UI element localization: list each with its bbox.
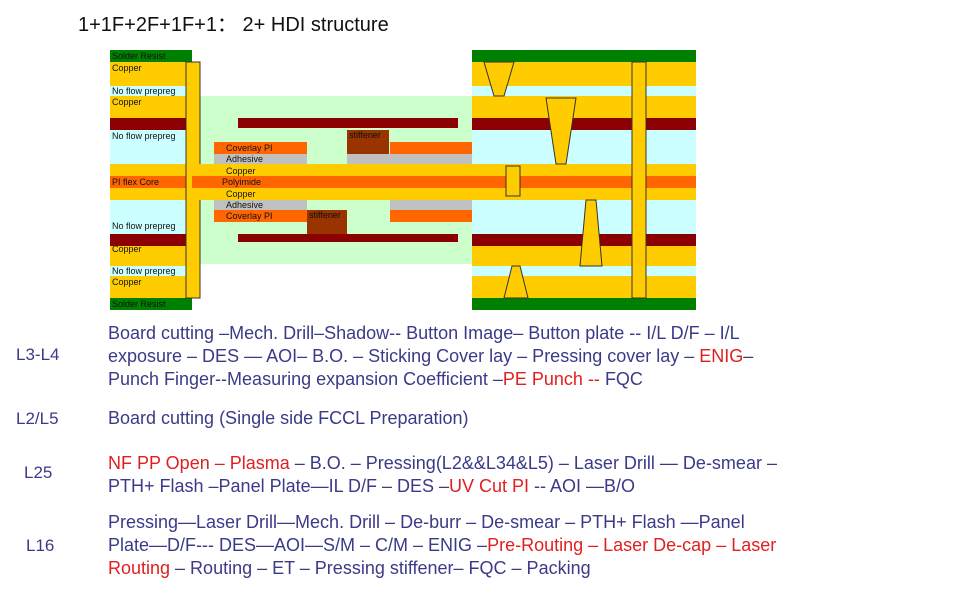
process-step-highlight: Pre-Routing – Laser De-cap – Laser bbox=[487, 535, 777, 555]
label-stiffener-top: stiffener bbox=[349, 130, 381, 140]
process-line: Board cutting –Mech. Drill–Shadow-- Butt… bbox=[108, 322, 938, 345]
right-rigid-stack bbox=[472, 50, 696, 310]
process-line: Punch Finger--Measuring expansion Coeffi… bbox=[108, 368, 938, 391]
label-copper-bottom: Copper bbox=[226, 189, 256, 199]
label-coverlay-bottom: Coverlay PI bbox=[226, 211, 273, 221]
process-step: Board cutting (Single side FCCL Preparat… bbox=[108, 408, 469, 428]
left-rigid-stack bbox=[110, 50, 201, 310]
process-step-highlight: ENIG bbox=[699, 346, 744, 366]
process-line: Routing – Routing – ET – Pressing stiffe… bbox=[108, 557, 938, 580]
label-solder-resist-top: Solder Resist bbox=[112, 51, 166, 61]
process-line: PTH+ Flash –Panel Plate—IL D/F – DES –UV… bbox=[108, 475, 938, 498]
process-step-highlight: PE Punch -- bbox=[502, 369, 600, 389]
label-adhesive-top: Adhesive bbox=[226, 154, 263, 164]
label-polyimide: Polyimide bbox=[222, 177, 261, 187]
process-step: Plate—D/F--- DES—AOI—S/M – C/M – ENIG – bbox=[108, 535, 488, 555]
process-step: FQC bbox=[599, 369, 643, 389]
label-adhesive-bottom: Adhesive bbox=[226, 200, 263, 210]
process-steps-l16: Pressing—Laser Drill—Mech. Drill – De-bu… bbox=[108, 511, 938, 580]
process-step: exposure – DES — AOI– B.O. – Sticking Co… bbox=[108, 346, 700, 366]
process-line: Pressing—Laser Drill—Mech. Drill – De-bu… bbox=[108, 511, 938, 534]
process-steps-l2-l5: Board cutting (Single side FCCL Preparat… bbox=[108, 407, 938, 430]
process-step: Pressing—Laser Drill—Mech. Drill – De-bu… bbox=[108, 512, 745, 532]
stiffener-top bbox=[347, 130, 389, 154]
process-code-l25: L25 bbox=[24, 463, 53, 482]
process-line: Plate—D/F--- DES—AOI—S/M – C/M – ENIG –P… bbox=[108, 534, 938, 557]
label-nfpp-2: No flow prepreg bbox=[112, 131, 176, 141]
process-step: -- AOI —B/O bbox=[529, 476, 636, 496]
label-copper-top: Copper bbox=[226, 166, 256, 176]
buried-core-via bbox=[505, 165, 521, 197]
process-line: exposure – DES — AOI– B.O. – Sticking Co… bbox=[108, 345, 938, 368]
process-line: Board cutting (Single side FCCL Preparat… bbox=[108, 407, 938, 430]
label-copper-4: Copper bbox=[112, 277, 142, 287]
label-pi-flex-core: PI flex Core bbox=[112, 177, 159, 187]
process-step: – B.O. – Pressing(L2&&L34&L5) – Laser Dr… bbox=[289, 453, 777, 473]
process-step: – Routing – ET – Pressing stiffener– FQC… bbox=[170, 558, 591, 578]
stiffener-bottom bbox=[307, 210, 347, 234]
page-title: 1+1F+2F+1F+1： 2+ HDI structure bbox=[78, 14, 389, 36]
label-copper-2: Copper bbox=[112, 97, 142, 107]
process-step: – bbox=[743, 346, 754, 366]
process-line: NF PP Open – Plasma – B.O. – Pressing(L2… bbox=[108, 452, 938, 475]
process-code-l16: L16 bbox=[26, 536, 55, 555]
microvia-bottom-inner bbox=[579, 199, 603, 267]
flex-section bbox=[192, 118, 476, 242]
process-step: Punch Finger--Measuring expansion Coeffi… bbox=[108, 369, 503, 389]
label-nfpp-4: No flow prepreg bbox=[112, 266, 176, 276]
process-code-l2-l5: L2/L5 bbox=[16, 409, 59, 428]
pcb-stackup-diagram: Solder Resist Copper No flow prepreg Cop… bbox=[110, 50, 696, 310]
microvia-top-outer bbox=[483, 61, 515, 97]
label-solder-resist-bottom: Solder Resist bbox=[112, 299, 166, 309]
process-code-l3-l4: L3-L4 bbox=[16, 345, 60, 364]
right-through-via bbox=[631, 61, 647, 299]
process-step-highlight: UV Cut PI bbox=[448, 476, 530, 496]
microvia-bottom-outer bbox=[503, 265, 529, 299]
process-step-highlight: NF PP Open – Plasma bbox=[108, 453, 290, 473]
process-steps-l3-l4: Board cutting –Mech. Drill–Shadow-- Butt… bbox=[108, 322, 938, 391]
label-copper-3: Copper bbox=[112, 244, 142, 254]
process-step: PTH+ Flash –Panel Plate—IL D/F – DES – bbox=[108, 476, 449, 496]
label-copper-1: Copper bbox=[112, 63, 142, 73]
label-nfpp-1: No flow prepreg bbox=[112, 86, 176, 96]
microvia-top-inner bbox=[545, 97, 577, 165]
label-coverlay-top: Coverlay PI bbox=[226, 143, 273, 153]
process-step: Board cutting –Mech. Drill–Shadow-- Butt… bbox=[108, 323, 740, 343]
process-step-highlight: Routing bbox=[108, 558, 171, 578]
label-stiffener-bottom: stiffener bbox=[309, 210, 341, 220]
process-steps-l25: NF PP Open – Plasma – B.O. – Pressing(L2… bbox=[108, 452, 938, 498]
label-nfpp-3: No flow prepreg bbox=[112, 221, 176, 231]
